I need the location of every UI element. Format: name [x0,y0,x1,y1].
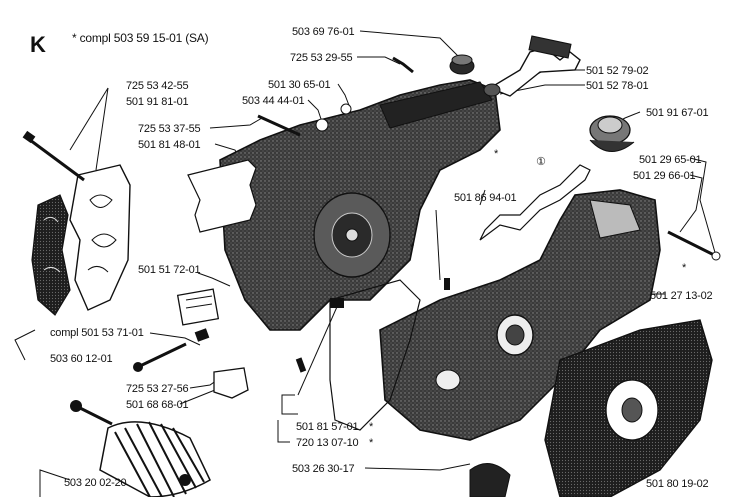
star-mark-4: * [410,242,415,254]
pins [295,278,450,373]
part-label-501-27-13-02: 501 27 13-02 [650,290,713,302]
part-label-501-29-66-01: 501 29 66-01 [633,170,696,182]
part-label-501-91-81-01: 501 91 81-01 [126,96,189,108]
star-mark-2: * [369,437,374,449]
section-assembly-note: * compl 503 59 15-01 (SA) [72,31,209,45]
part-label-725-53-42-55: 725 53 42-55 [126,80,189,92]
gasket-strip [187,159,257,233]
side-cover-plate [69,164,131,311]
part-label-501-68-68-01: 501 68 68-01 [126,399,189,411]
rubber-bushing [449,54,475,75]
crankcase-left-half [219,79,501,331]
small-screws [257,56,721,261]
part-label-501-81-48-01: 501 81 48-01 [138,139,201,151]
star-mark-1: * [369,421,374,433]
small-bracket [213,367,249,399]
lower-gasket [329,279,421,431]
screw-bottom [133,342,187,372]
dark-shield-plate [31,194,71,316]
part-label-725-53-37-55: 725 53 37-55 [138,123,201,135]
part-label-720-13-07-10: 720 13 07-10 [296,437,359,449]
bottom-right-cover [544,319,713,497]
part-label-503-60-12-01: 503 60 12-01 [50,353,113,365]
part-label-503-44-44-01: 503 44 44-01 [242,95,305,107]
handle-bracket [483,35,581,97]
part-label-501-52-79-02: 501 52 79-02 [586,65,649,77]
part-label-501-80-19-02: 501 80 19-02 [646,478,709,490]
anti-vibration-block [176,288,220,326]
part-label-503-20-02-20: 503 20 02-20 [64,477,127,489]
part-label-503-26-30-17: 503 26 30-17 [292,463,355,475]
part-label-501-51-72-01: 501 51 72-01 [138,264,201,276]
crankcase-right-half [379,189,661,441]
star-mark-5: * [682,262,687,274]
gasket-outline [479,164,591,241]
part-label-503-69-76-01: 503 69 76-01 [292,26,355,38]
flywheel [70,400,211,497]
part-label-501-52-78-01: 501 52 78-01 [586,80,649,92]
nut-assembly [194,328,210,342]
part-label-501-86-94-01: 501 86 94-01 [454,192,517,204]
circled-one-mark: ① [536,156,546,168]
long-screw-left [22,130,85,182]
part-label-725-53-27-56: 725 53 27-56 [126,383,189,395]
bottom-seal [469,463,511,497]
section-letter: K [30,32,46,57]
part-label-501-81-57-01: 501 81 57-01 [296,421,359,433]
part-label-501-91-67-01: 501 91 67-01 [646,107,709,119]
part-label-501-30-65-01: 501 30 65-01 [268,79,331,91]
part-label-compl-501-53-71-01: compl 501 53 71-01 [50,327,144,339]
part-label-725-53-29-55: 725 53 29-55 [290,52,353,64]
star-mark-3: * [494,148,499,160]
cylinder-cap [589,115,635,152]
part-label-501-29-65-01: 501 29 65-01 [639,154,702,166]
